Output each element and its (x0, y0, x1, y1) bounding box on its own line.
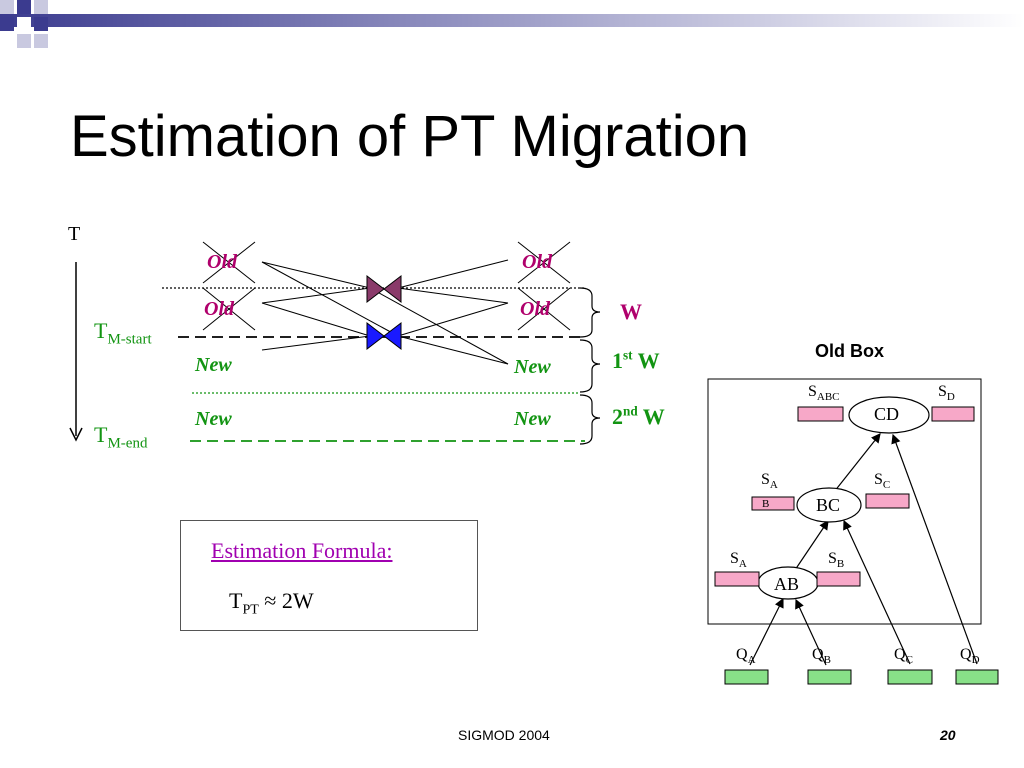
join-lines (261, 259, 509, 365)
brace-first-w (579, 339, 601, 393)
header-square (17, 0, 31, 14)
queue-label-qc: QC (894, 646, 913, 667)
new-label: New (514, 408, 551, 430)
state-label-sc: SC (874, 471, 891, 492)
state-label-sab-wrap: B (762, 498, 770, 510)
new-label: New (195, 408, 232, 430)
time-axis-arrowhead (69, 427, 83, 442)
header-square (34, 34, 48, 48)
queue-label-qd: QD (960, 646, 980, 667)
brace-w (579, 287, 601, 338)
header-square (17, 17, 31, 31)
node-label-bc: BC (816, 495, 841, 515)
queue-box-qd (955, 669, 999, 685)
plan-arrows (749, 433, 978, 666)
old-label: Old (520, 298, 550, 320)
old-box-title: Old Box (815, 341, 885, 361)
header-square (17, 34, 31, 48)
t-end-label: TM-end (94, 422, 148, 452)
state-label-sab: SA (761, 471, 778, 492)
window-first-label: 1st W (612, 347, 660, 373)
window-second-label: 2nd W (612, 403, 665, 429)
state-label-sd: SD (938, 383, 955, 404)
state-label-sb: SB (828, 550, 845, 571)
brace-second-w (579, 394, 601, 445)
node-label-ab: AB (774, 574, 800, 594)
operator-node-cd (848, 396, 930, 434)
state-box-sabc (797, 406, 844, 422)
queue-box-qc (887, 669, 933, 685)
state-box-sb (816, 571, 861, 587)
old-label: Old (522, 251, 552, 273)
node-label-cd: CD (874, 404, 900, 424)
formula-title: Estimation Formula: (211, 538, 393, 563)
new-label: New (195, 354, 232, 376)
queue-label-qa: QA (736, 646, 756, 667)
header-square (0, 17, 14, 31)
operator-node-bc (796, 487, 862, 523)
header-square (51, 0, 65, 14)
old-tuple-left (366, 274, 385, 304)
state-box-sd (931, 406, 975, 422)
header-square (0, 0, 14, 14)
state-box-sab (751, 496, 795, 511)
old-cross-marks (202, 241, 571, 331)
footer-conference: SIGMOD 2004 (458, 727, 550, 743)
window-w-label: W (620, 299, 642, 324)
queue-label-qb: QB (812, 646, 831, 667)
state-box-sa (714, 571, 760, 587)
time-axis-label: T (68, 223, 81, 245)
queue-boxes (724, 669, 999, 685)
new-label: New (514, 356, 551, 378)
formula-box (180, 520, 478, 631)
t-start-label: TM-start (94, 318, 152, 348)
old-label: Old (207, 251, 237, 273)
header-square (34, 0, 48, 14)
new-tuple-left (366, 321, 385, 351)
formula-expression: TPT ≈ 2W (229, 588, 314, 618)
state-box-sc (865, 493, 910, 509)
header-gradient-bar (0, 14, 1024, 27)
new-tuple-right (383, 321, 402, 351)
queue-box-qa (724, 669, 769, 685)
queue-box-qb (807, 669, 852, 685)
state-boxes (714, 406, 975, 587)
header-decoration (0, 0, 1024, 48)
header-square (34, 17, 48, 31)
state-label-sa: SA (730, 550, 747, 571)
slide-number: 20 (940, 727, 956, 743)
slide-title: Estimation of PT Migration (70, 104, 750, 169)
state-label-sabc: SABC (808, 383, 840, 404)
old-label: Old (204, 298, 234, 320)
old-tuple-right (383, 274, 402, 304)
